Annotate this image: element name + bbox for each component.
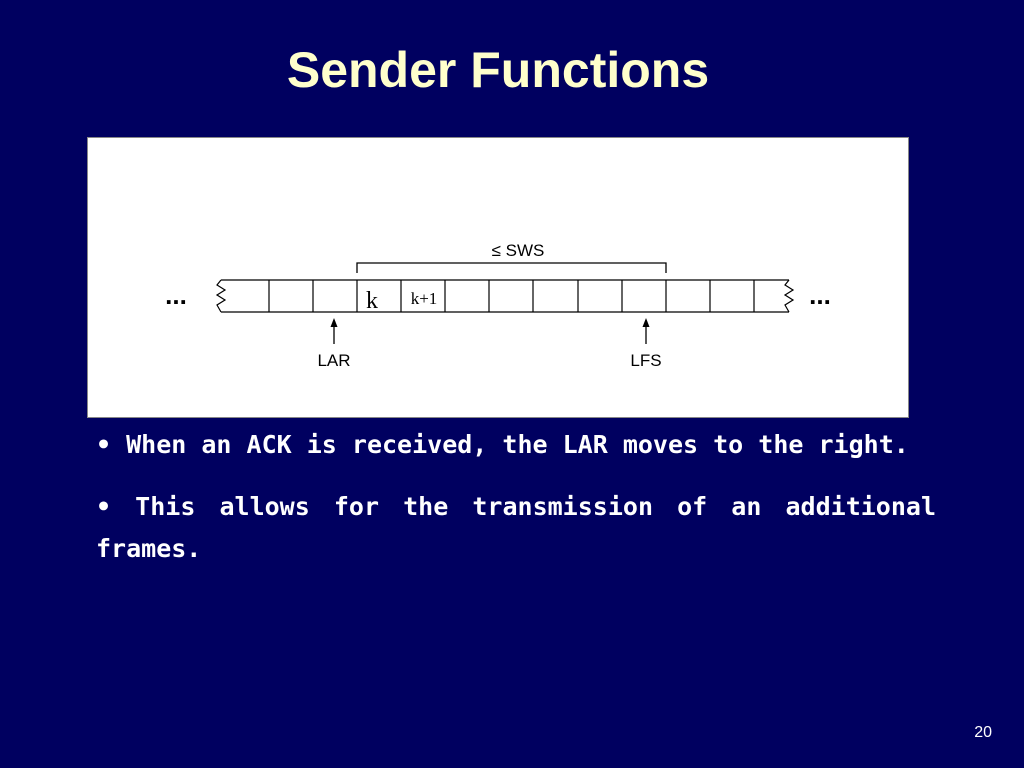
bullet-text: This allows for the transmission of an a… bbox=[96, 492, 936, 563]
ellipsis-left: ... bbox=[165, 280, 187, 310]
bullet-marker: • bbox=[96, 430, 112, 459]
ellipsis-right: ... bbox=[809, 280, 831, 310]
bullet-marker: • bbox=[96, 492, 112, 521]
slide-title: Sender Functions bbox=[286, 42, 710, 98]
diagram-canvas: ≤ SWS k k+1 ... ... bbox=[165, 241, 831, 370]
lfs-arrow-head bbox=[642, 318, 650, 327]
bullet-text: When an ACK is received, the LAR moves t… bbox=[126, 430, 909, 459]
window-size-label: ≤ SWS bbox=[492, 241, 545, 260]
bullet-item: • When an ACK is received, the LAR moves… bbox=[96, 424, 936, 466]
lfs-label: LFS bbox=[630, 351, 661, 370]
frame-cell-k-plus-1: k+1 bbox=[411, 289, 438, 308]
lfs-pointer: LFS bbox=[630, 318, 662, 370]
window-bracket bbox=[356, 262, 667, 273]
bullet-item: • This allows for the transmission of an… bbox=[96, 486, 936, 570]
frame-cells bbox=[268, 280, 755, 312]
frame-strip bbox=[215, 279, 795, 313]
lar-arrow-head bbox=[330, 318, 338, 327]
frame-cell-k: k bbox=[366, 288, 378, 314]
sliding-window-diagram: ≤ SWS k k+1 ... ... bbox=[87, 137, 909, 418]
page-number: 20 bbox=[974, 724, 992, 741]
lar-pointer: LAR bbox=[317, 318, 351, 370]
bullet-list: • When an ACK is received, the LAR moves… bbox=[96, 424, 936, 590]
lar-label: LAR bbox=[317, 351, 350, 370]
